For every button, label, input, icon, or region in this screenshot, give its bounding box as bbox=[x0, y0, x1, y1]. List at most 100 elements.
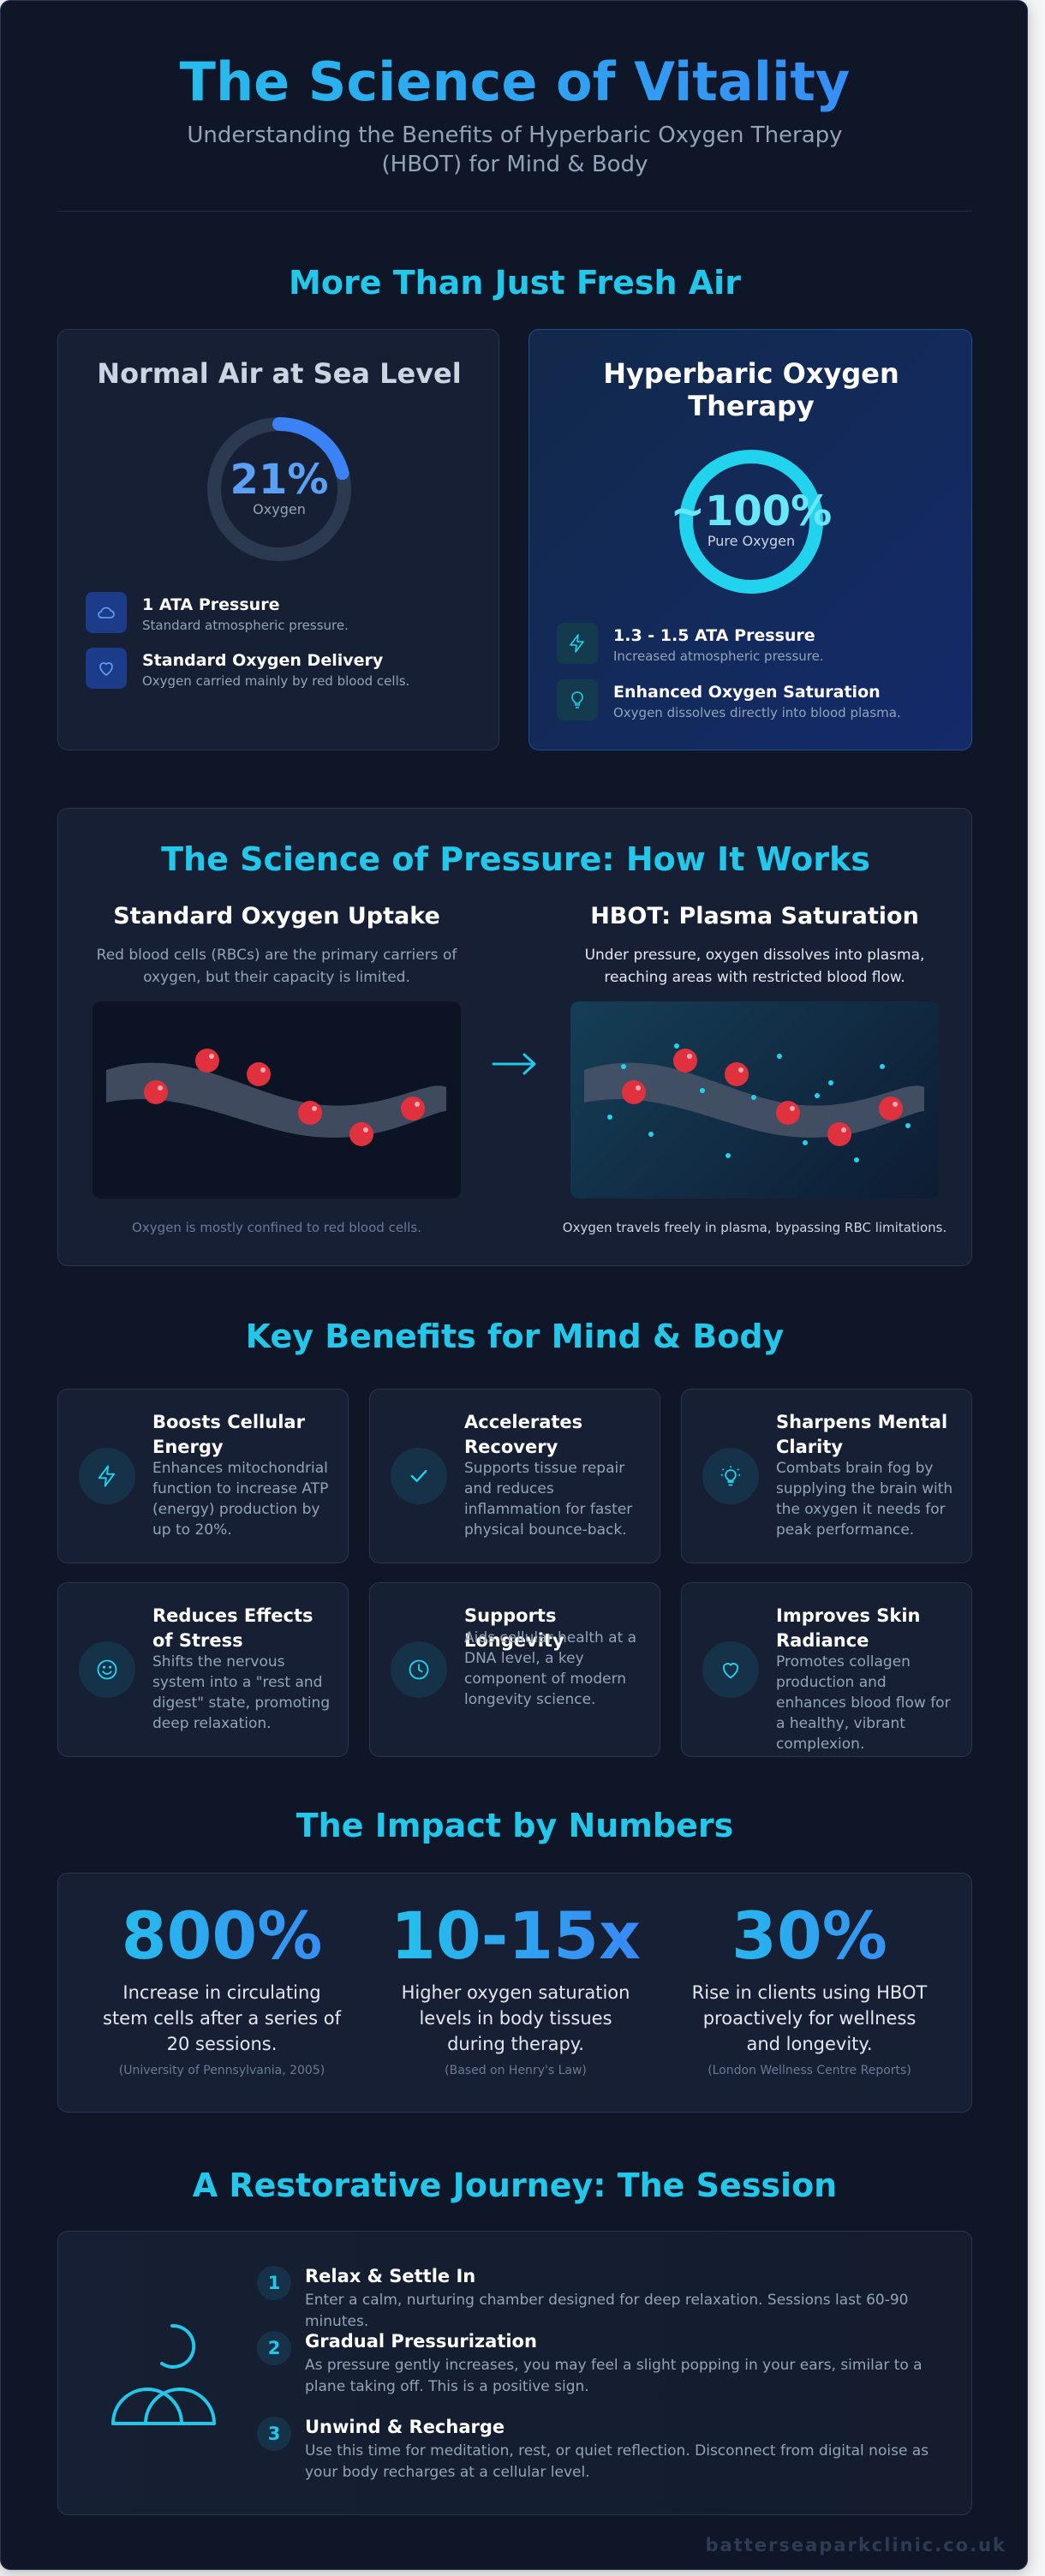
hbot-oxygen-percent: ~100% bbox=[670, 487, 833, 535]
benefit-card: Supports Longevity Aids cellular health … bbox=[369, 1582, 660, 1757]
heart-icon bbox=[86, 648, 127, 689]
benefit-desc: Aids cellular health at a DNA level, a k… bbox=[464, 1629, 637, 1708]
benefit-desc: Supports tissue repair and reduces infla… bbox=[464, 1460, 633, 1539]
benefit-card: Accelerates Recovery Supports tissue rep… bbox=[369, 1389, 660, 1563]
normal-feature-name: Standard Oxygen Delivery bbox=[142, 651, 384, 670]
red-blood-cell bbox=[195, 1049, 219, 1073]
section-heading-comparison: More Than Just Fresh Air bbox=[289, 264, 741, 302]
hbot-title: Hyperbaric Oxygen Therapy bbox=[603, 357, 899, 422]
stat-value: 10-15x bbox=[366, 1898, 666, 1975]
cloud-icon bbox=[86, 592, 127, 633]
plasma-saturation-illustration bbox=[570, 1001, 939, 1198]
journey-card: 1 Relax & Settle In Enter a calm, nurtur… bbox=[57, 2231, 972, 2515]
section-heading-pressure: The Science of Pressure: How It Works bbox=[161, 840, 870, 878]
pressure-card: The Science of Pressure: How It Works St… bbox=[57, 808, 972, 1266]
benefit-card: Boosts Cellular Energy Enhances mitochon… bbox=[57, 1389, 349, 1563]
stat-value: 30% bbox=[660, 1898, 959, 1975]
lightning-icon bbox=[79, 1448, 135, 1504]
lightning-icon bbox=[557, 623, 598, 664]
standard-uptake-caption: Oxygen is mostly confined to red blood c… bbox=[132, 1220, 421, 1235]
footer-site: batterseaparkclinic.co.uk bbox=[705, 2535, 1006, 2555]
impact-card: 800% Increase in circulating stem cells … bbox=[57, 1873, 972, 2113]
red-blood-cell bbox=[144, 1080, 168, 1104]
benefit-title: Reduces Effects of Stress bbox=[152, 1605, 314, 1651]
hbot-oxygen-label: Pure Oxygen bbox=[707, 533, 796, 549]
step-number: 1 bbox=[257, 2266, 291, 2300]
normal-feature-name: 1 ATA Pressure bbox=[142, 595, 280, 614]
step-title: Unwind & Recharge bbox=[305, 2417, 505, 2437]
benefit-desc: Enhances mitochondrial function to incre… bbox=[152, 1460, 329, 1539]
step-number: 3 bbox=[257, 2417, 291, 2451]
benefit-card: Improves Skin Radiance Promotes collagen… bbox=[681, 1582, 972, 1757]
red-blood-cell bbox=[827, 1122, 851, 1146]
benefit-title: Sharpens Mental Clarity bbox=[776, 1412, 948, 1457]
step-number: 2 bbox=[257, 2331, 291, 2365]
normal-oxygen-label: Oxygen bbox=[253, 501, 306, 517]
heart-icon bbox=[702, 1641, 759, 1698]
header-divider bbox=[57, 211, 972, 212]
standard-uptake-illustration bbox=[93, 1001, 461, 1198]
page-title: The Science of Vitality bbox=[1, 48, 1029, 117]
lightbulb-icon bbox=[702, 1448, 759, 1504]
standard-uptake-title: Standard Oxygen Uptake bbox=[113, 903, 440, 929]
checkmark-icon bbox=[391, 1448, 447, 1504]
red-blood-cell bbox=[401, 1097, 425, 1121]
red-blood-cell bbox=[673, 1049, 697, 1073]
normal-feature-desc: Oxygen carried mainly by red blood cells… bbox=[142, 673, 410, 689]
step-title: Gradual Pressurization bbox=[305, 2331, 537, 2352]
red-blood-cell bbox=[879, 1097, 903, 1121]
stat-value: 800% bbox=[72, 1898, 372, 1975]
stat-source: (Based on Henry's Law) bbox=[445, 2064, 587, 2077]
step-desc: Use this time for meditation, rest, or q… bbox=[305, 2442, 929, 2481]
smiley-icon bbox=[79, 1641, 135, 1698]
normal-air-card: Normal Air at Sea Level 21% Oxygen 1 ATA… bbox=[57, 329, 499, 750]
benefit-title: Accelerates Recovery bbox=[464, 1412, 583, 1457]
section-heading-impact: The Impact by Numbers bbox=[296, 1807, 734, 1844]
normal-feature-desc: Standard atmospheric pressure. bbox=[142, 618, 349, 633]
hbot-feature-name: Enhanced Oxygen Saturation bbox=[613, 683, 881, 702]
people-icon bbox=[111, 2323, 216, 2425]
benefit-title: Boosts Cellular Energy bbox=[152, 1412, 305, 1457]
red-blood-cell bbox=[776, 1101, 800, 1125]
benefit-desc: Shifts the nervous system into a "rest a… bbox=[152, 1653, 331, 1732]
clock-icon bbox=[391, 1641, 447, 1698]
normal-oxygen-gauge bbox=[207, 417, 351, 561]
red-blood-cell bbox=[247, 1062, 271, 1086]
hbot-feature-desc: Increased atmospheric pressure. bbox=[613, 648, 824, 664]
normal-air-title: Normal Air at Sea Level bbox=[97, 357, 462, 390]
normal-oxygen-percent: 21% bbox=[230, 456, 329, 504]
benefit-desc: Promotes collagen production and enhance… bbox=[776, 1653, 951, 1753]
hbot-card: Hyperbaric Oxygen Therapy ~100% Pure Oxy… bbox=[528, 329, 972, 750]
red-blood-cell bbox=[725, 1062, 749, 1086]
step-desc: Enter a calm, nurturing chamber designed… bbox=[305, 2292, 909, 2330]
plasma-saturation-desc: Under pressure, oxygen dissolves into pl… bbox=[584, 947, 925, 986]
benefit-title: Improves Skin Radiance bbox=[776, 1605, 921, 1651]
stat-label: Rise in clients using HBOT proactively f… bbox=[691, 1982, 928, 2054]
section-heading-journey: A Restorative Journey: The Session bbox=[192, 2167, 838, 2204]
step-desc: As pressure gently increases, you may fe… bbox=[305, 2357, 923, 2395]
stat-label: Increase in circulating stem cells after… bbox=[103, 1982, 341, 2054]
hbot-feature-name: 1.3 - 1.5 ATA Pressure bbox=[613, 626, 815, 645]
stat-label: Higher oxygen saturation levels in body … bbox=[401, 1982, 630, 2054]
stat-source: (London Wellness Centre Reports) bbox=[708, 2064, 911, 2077]
benefit-desc: Combats brain fog by supplying the brain… bbox=[776, 1460, 953, 1539]
step-title: Relax & Settle In bbox=[305, 2266, 476, 2286]
red-blood-cell bbox=[349, 1122, 373, 1146]
dissolved-oxygen-particles bbox=[607, 1043, 911, 1162]
lightbulb-icon bbox=[557, 679, 598, 720]
plasma-saturation-caption: Oxygen travels freely in plasma, bypassi… bbox=[562, 1220, 947, 1235]
plasma-saturation-title: HBOT: Plasma Saturation bbox=[590, 903, 919, 929]
section-heading-benefits: Key Benefits for Mind & Body bbox=[245, 1318, 785, 1355]
red-blood-cell bbox=[298, 1101, 322, 1125]
benefit-card: Sharpens Mental Clarity Combats brain fo… bbox=[681, 1389, 972, 1563]
hbot-oxygen-gauge bbox=[679, 450, 823, 594]
benefit-title: Supports Longevity bbox=[464, 1605, 564, 1651]
stat-source: (University of Pennsylvania, 2005) bbox=[118, 2064, 325, 2077]
benefit-card: Reduces Effects of Stress Shifts the ner… bbox=[57, 1582, 349, 1757]
red-blood-cell bbox=[622, 1080, 646, 1104]
standard-uptake-desc: Red blood cells (RBCs) are the primary c… bbox=[96, 947, 457, 986]
page-subtitle: Understanding the Benefits of Hyperbaric… bbox=[187, 123, 843, 177]
hbot-feature-desc: Oxygen dissolves directly into blood pla… bbox=[613, 705, 901, 720]
arrow-right-icon bbox=[492, 1053, 536, 1075]
